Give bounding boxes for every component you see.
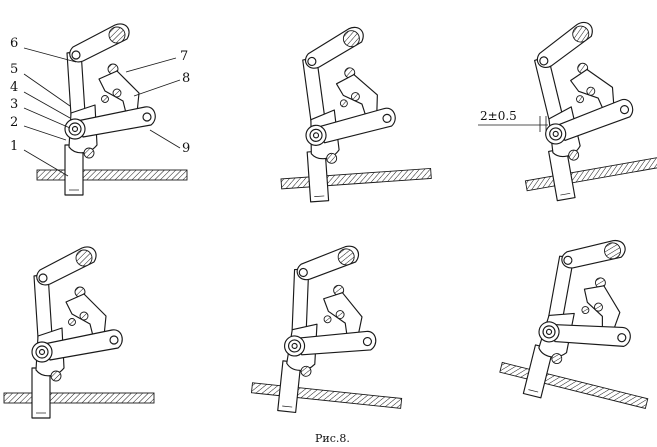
part-label-9: 9 xyxy=(182,141,190,156)
stage-6-diagram xyxy=(495,220,657,424)
stage-1-diagram xyxy=(36,23,188,196)
stage-2-diagram xyxy=(270,22,433,205)
stage-4-diagram xyxy=(3,246,155,419)
part-label-1: 1 xyxy=(10,139,18,154)
stage-3-diagram xyxy=(499,10,657,207)
part-label-3: 3 xyxy=(10,97,18,112)
part-label-8: 8 xyxy=(182,71,190,86)
clearance-dimension: 2±0.5 xyxy=(478,109,548,132)
part-label-7: 7 xyxy=(180,49,188,64)
part-label-5: 5 xyxy=(10,62,18,77)
part-label-6: 6 xyxy=(10,36,18,51)
part-label-2: 2 xyxy=(10,115,18,130)
dimension-label: 2±0.5 xyxy=(480,109,517,123)
part-label-4: 4 xyxy=(10,80,18,95)
figure-caption: Рис.8. xyxy=(315,432,350,445)
part-leaders xyxy=(23,47,181,177)
stage-5-diagram xyxy=(249,236,418,424)
